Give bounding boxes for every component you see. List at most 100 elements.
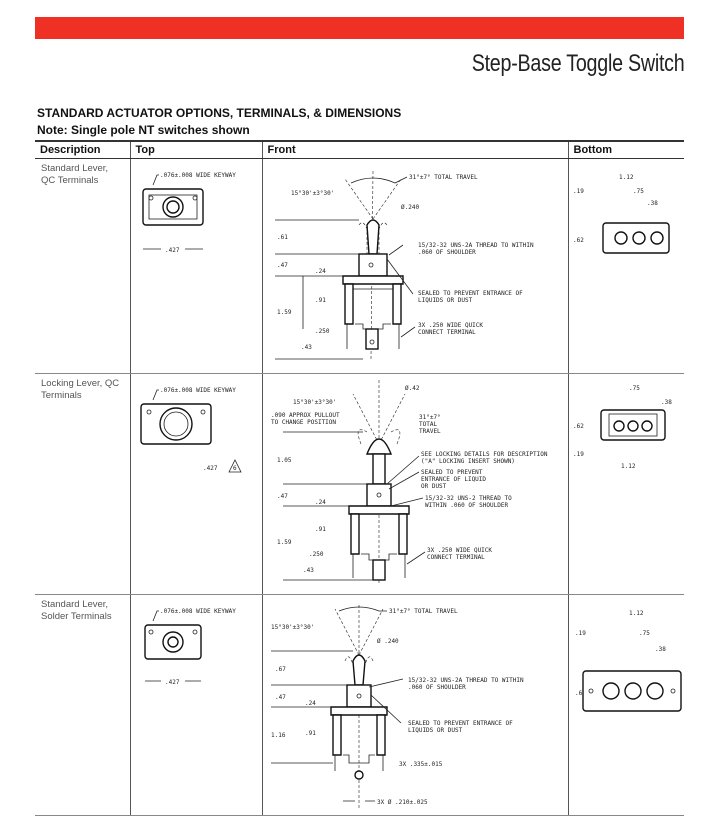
dimension-label: .75	[633, 188, 644, 195]
page-title: Step-Base Toggle Switch	[471, 50, 684, 77]
dimension-label: .076±.008 WIDE KEYWAY	[160, 387, 236, 394]
dimension-label: 31°±7° TOTAL TRAVEL	[389, 608, 458, 615]
dimension-label: 15°30'±3°30'	[291, 190, 334, 197]
dimension-label: .24	[305, 700, 316, 707]
section-heading: STANDARD ACTUATOR OPTIONS, TERMINALS, & …	[37, 106, 402, 120]
dimension-label: 1.16	[271, 732, 286, 739]
dimension-label: .91	[315, 297, 326, 304]
dimension-label: 31°±7°	[419, 414, 441, 421]
dimension-label: .24	[315, 499, 326, 506]
dimension-label: .43	[301, 344, 312, 351]
table-row: Standard Lever, Solder Terminals .076±.0…	[35, 594, 684, 816]
dimension-label: .076±.008 WIDE KEYWAY	[160, 608, 236, 615]
dimension-label: TO CHANGE POSITION	[271, 419, 336, 426]
dimension-label: .47	[277, 493, 288, 500]
dimension-label: 6	[233, 465, 237, 472]
dimension-label: 15°30'±3°30'	[293, 399, 336, 406]
dimension-label: Ø.42	[405, 385, 420, 392]
row-description: Locking Lever, QC Terminals	[35, 373, 130, 595]
dimension-label: .090 APPROX PULLOUT	[271, 412, 340, 419]
dimension-label: .62	[573, 423, 584, 430]
dimension-label: .250	[309, 551, 324, 558]
dimension-label: .19	[573, 188, 584, 195]
dimension-label: .250	[315, 328, 330, 335]
dimension-label: LIQUIDS OR DUST	[418, 297, 473, 304]
dimension-label: TOTAL	[419, 421, 437, 428]
dimension-label: .060 OF SHOULDER	[408, 684, 466, 691]
dimension-label: 3X Ø .210±.025	[377, 799, 428, 806]
dimension-label: .38	[655, 646, 666, 653]
dimension-label: .38	[647, 200, 658, 207]
top-view-drawing: .076±.008 WIDE KEYWAY .427	[129, 594, 262, 816]
dimension-label: 1.59	[277, 309, 292, 316]
dimension-label: Ø .240	[377, 638, 399, 645]
dimension-label: ("A" LOCKING INSERT SHOWN)	[421, 458, 515, 465]
col-description: Description	[35, 140, 130, 159]
front-view-drawing: 31°±7° TOTAL TRAVEL 15°30'±3°30' Ø .240 …	[261, 594, 568, 816]
dimension-label: .61	[277, 234, 288, 241]
dimension-label: Ø.240	[401, 204, 419, 211]
dimension-label: 15/32-32 UNS-2A THREAD TO WITHIN	[408, 677, 524, 684]
col-bottom: Bottom	[567, 140, 684, 159]
dimension-label: 1.12	[621, 463, 636, 470]
row-description: Standard Lever, Solder Terminals	[35, 594, 130, 816]
dimension-label: .62	[573, 237, 584, 244]
dimension-label: 3X .335±.015	[399, 761, 443, 768]
dimension-label: .427	[203, 465, 218, 472]
dimension-label: LIQUIDS OR DUST	[408, 727, 463, 734]
dimension-label: .67	[275, 666, 286, 673]
section-note: Note: Single pole NT switches shown	[37, 123, 250, 137]
dimension-label: SEALED TO PREVENT	[421, 469, 483, 476]
dimension-label: .75	[629, 385, 640, 392]
table-header-row: Description Top Front Bottom	[35, 140, 684, 159]
row-description: Standard Lever, QC Terminals	[35, 158, 130, 374]
dimension-label: .38	[661, 399, 672, 406]
dimension-label: .91	[315, 526, 326, 533]
dimension-label: CONNECT TERMINAL	[418, 329, 476, 336]
dimension-label: 15/32-32 UNS-2A THREAD TO WITHIN	[418, 242, 534, 249]
dimension-label: 15/32-32 UNS-2 THREAD TO	[425, 495, 512, 502]
col-top: Top	[129, 140, 262, 159]
dimension-label: SEALED TO PREVENT ENTRANCE OF	[408, 720, 513, 727]
dimension-label: .427	[165, 679, 180, 686]
dimension-label: SEE LOCKING DETAILS FOR DESCRIPTION	[421, 451, 548, 458]
dimension-label: .24	[315, 268, 326, 275]
dimension-label: 31°±7° TOTAL TRAVEL	[409, 174, 478, 181]
table-row: Locking Lever, QC Terminals .076±.008 WI…	[35, 373, 684, 595]
dimension-label: .47	[275, 694, 286, 701]
header-accent-bar	[35, 17, 684, 39]
dimension-label: .19	[575, 630, 586, 637]
dimension-label: .19	[573, 451, 584, 458]
dimension-label: .43	[303, 567, 314, 574]
dimension-label: .076±.008 WIDE KEYWAY	[160, 172, 236, 179]
dimension-label: .91	[305, 730, 316, 737]
table-row: Standard Lever, QC Terminals .076±.008 W…	[35, 158, 684, 374]
dimension-label: 1.59	[277, 539, 292, 546]
dimension-label: OR DUST	[421, 483, 447, 490]
dimension-label: .060 OF SHOULDER	[418, 249, 476, 256]
dimensions-table: Description Top Front Bottom Standard Le…	[35, 140, 684, 816]
dimension-label: WITHIN .060 OF SHOULDER	[425, 502, 508, 509]
bottom-view-drawing: 1.12 .19 .75 .38 .62	[567, 158, 684, 374]
dimension-label: .427	[165, 247, 180, 254]
dimension-label: 1.05	[277, 457, 292, 464]
top-view-drawing: .076±.008 WIDE KEYWAY .427 6	[129, 373, 262, 595]
top-view-drawing: .076±.008 WIDE KEYWAY .427	[129, 158, 262, 374]
dimension-label: 15°30'±3°30'	[271, 624, 314, 631]
dimension-label: 1.12	[619, 174, 634, 181]
dimension-label: 1.12	[629, 610, 644, 617]
dimension-label: TRAVEL	[419, 428, 441, 435]
dimension-label: .47	[277, 262, 288, 269]
dimension-label: 3X .250 WIDE QUICK	[427, 547, 492, 554]
dimension-label: SEALED TO PREVENT ENTRANCE OF	[418, 290, 523, 297]
dimension-label: ENTRANCE OF LIQUID	[421, 476, 486, 483]
dimension-label: 3X .250 WIDE QUICK	[418, 322, 483, 329]
front-view-drawing: 31°±7° TOTAL TRAVEL 15°30'±3°30' Ø.240 .…	[261, 158, 568, 374]
col-front: Front	[261, 140, 568, 159]
bottom-view-drawing: .75 .38 .62 .19 1.12	[567, 373, 684, 595]
bottom-view-drawing: 1.12 .19 .75 .38 .62	[567, 594, 684, 816]
dimension-label: .75	[639, 630, 650, 637]
dimension-label: CONNECT TERMINAL	[427, 554, 485, 561]
dimension-label: .62	[575, 690, 586, 697]
